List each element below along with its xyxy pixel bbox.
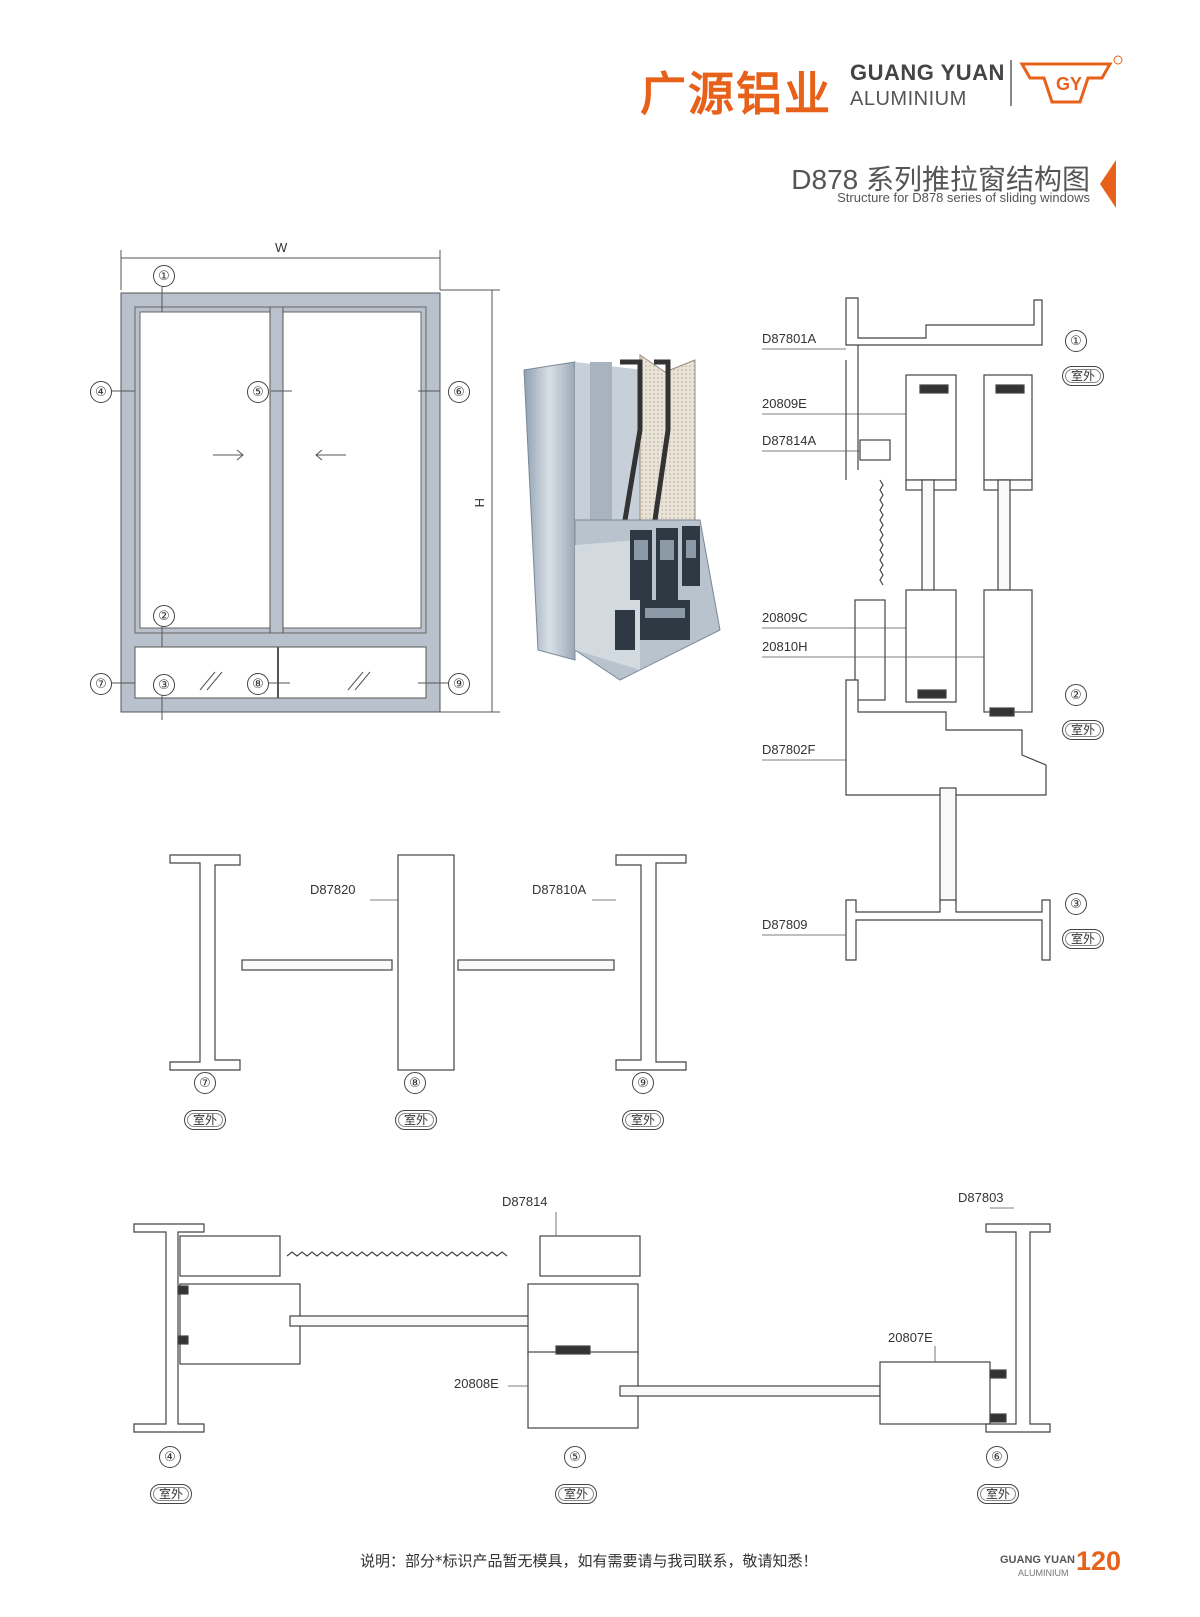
part-label-20808e: 20808E: [454, 1376, 499, 1391]
brand-english-line-2: ALUMINIUM: [850, 88, 967, 110]
title-arrow-icon: [1100, 160, 1116, 208]
callout-2-elevation: ②: [153, 605, 175, 627]
callout-5-elevation: ⑤: [247, 381, 269, 403]
window-elevation: [110, 250, 500, 720]
outdoor-badge: 室外: [977, 1484, 1019, 1504]
page-number: 120: [1076, 1546, 1122, 1576]
callout-3-vertical: ③: [1065, 893, 1087, 915]
callout-8-section: ⑧: [404, 1072, 426, 1094]
page-title: D878 系列推拉窗结构图: [791, 164, 1090, 195]
outdoor-badge: 室外: [1062, 929, 1104, 949]
profile-3d-render: [523, 354, 721, 681]
part-label-d87820: D87820: [310, 882, 356, 897]
part-label-d87809: D87809: [762, 917, 808, 932]
brand-chinese-name: 广源铝业: [640, 67, 832, 121]
outdoor-badge: 室外: [1062, 720, 1104, 740]
outdoor-badge: 室外: [184, 1110, 226, 1130]
footer-brand-line-2: ALUMINIUM: [1018, 1568, 1069, 1578]
callout-6-elevation: ⑥: [448, 381, 470, 403]
middle-section-drawing: [169, 854, 687, 1071]
footer-note: 说明：部分*标识产品暂无模具，如有需要请与我司联系，敬请知悉！: [360, 1552, 818, 1570]
brand-english-line-1: GUANG YUAN: [850, 60, 1005, 85]
callout-2-vertical: ②: [1065, 684, 1087, 706]
callout-9-elevation: ⑨: [448, 673, 470, 695]
callout-3-elevation: ③: [153, 674, 175, 696]
outdoor-badge: 室外: [150, 1484, 192, 1504]
brand-separator: [1010, 60, 1012, 106]
callout-7-section: ⑦: [194, 1072, 216, 1094]
callout-6-section: ⑥: [986, 1446, 1008, 1468]
callout-9-section: ⑨: [632, 1072, 654, 1094]
part-label-d87814: D87814: [502, 1194, 548, 1209]
callout-1-vertical: ①: [1065, 330, 1087, 352]
part-label-20807e: 20807E: [888, 1330, 933, 1345]
bottom-section-drawing: [133, 1207, 1051, 1433]
part-label-d87814a: D87814A: [762, 433, 817, 448]
part-label-20810h: 20810H: [762, 639, 808, 654]
callout-5-section: ⑤: [564, 1446, 586, 1468]
callout-8-elevation: ⑧: [247, 673, 269, 695]
part-label-d87803: D87803: [958, 1190, 1004, 1205]
part-label-d87802f: D87802F: [762, 742, 816, 757]
outdoor-badge: 室外: [1062, 366, 1104, 386]
vertical-section-drawing: [762, 297, 1051, 961]
part-label-20809e: 20809E: [762, 396, 807, 411]
callout-7-elevation: ⑦: [90, 673, 112, 695]
part-label-20809c: 20809C: [762, 610, 808, 625]
outdoor-badge: 室外: [395, 1110, 437, 1130]
part-label-d87810a: D87810A: [532, 882, 587, 897]
callout-4-section: ④: [159, 1446, 181, 1468]
footer-brand-line-1: GUANG YUAN: [1000, 1554, 1075, 1566]
outdoor-badge: 室外: [555, 1484, 597, 1504]
outdoor-badge: 室外: [622, 1110, 664, 1130]
callout-1-elevation: ①: [153, 265, 175, 287]
dim-h-label: H: [472, 498, 487, 507]
page-subtitle: Structure for D878 series of sliding win…: [837, 190, 1090, 205]
part-label-d87801a: D87801A: [762, 331, 817, 346]
callout-4-elevation: ④: [90, 381, 112, 403]
dim-w-label: W: [275, 240, 288, 255]
